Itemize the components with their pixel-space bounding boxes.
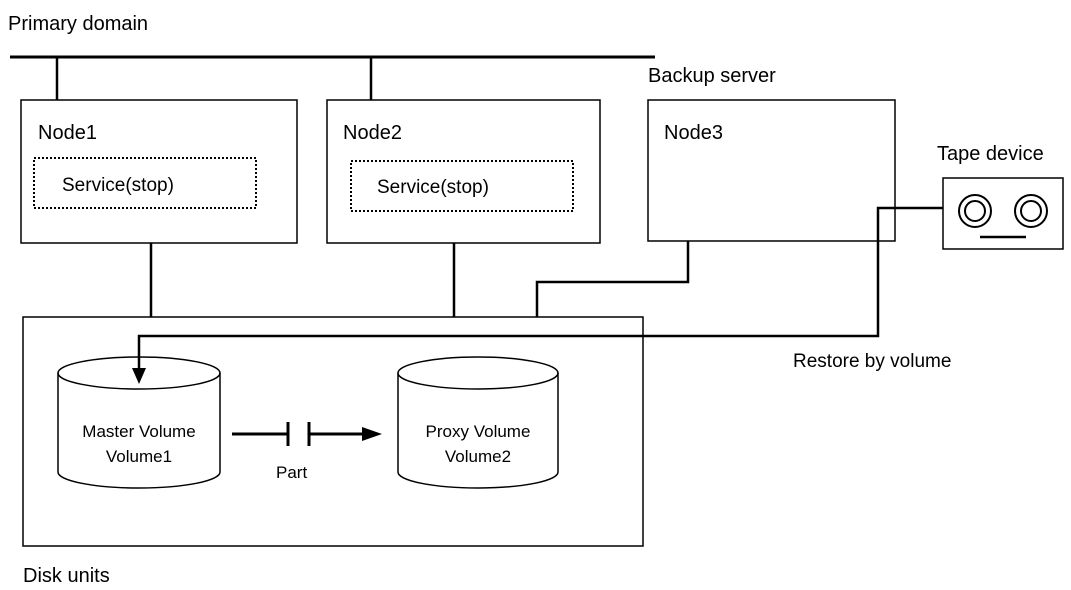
- tape-device: [942, 177, 1064, 250]
- node2-label: Node2: [343, 122, 402, 144]
- tape-device-box: [942, 177, 1064, 250]
- part-arrowhead: [362, 427, 382, 441]
- node1-service-label: Service(stop): [62, 175, 174, 196]
- restore-by-volume-label: Restore by volume: [793, 351, 951, 372]
- node2-box: Node2 Service(stop): [326, 99, 601, 244]
- part-link: [232, 422, 382, 446]
- disk-units-box: [22, 316, 644, 547]
- node3-label: Node3: [664, 122, 723, 144]
- proxy-volume-label: Proxy Volume: [426, 422, 531, 441]
- disk-units-label: Disk units: [23, 565, 110, 587]
- node3-disk-link: [535, 241, 690, 317]
- node3-box: Node3: [647, 99, 896, 242]
- part-label: Part: [276, 463, 307, 482]
- master-volume-label: Master Volume: [82, 422, 195, 441]
- tape-reels-icon: [958, 194, 1048, 239]
- backup-server-label: Backup server: [648, 65, 776, 87]
- node1-box: Node1 Service(stop): [20, 99, 298, 244]
- tape-device-label: Tape device: [937, 143, 1044, 165]
- master-volume-cylinder: Master Volume Volume1: [57, 356, 221, 489]
- master-volume-name: Volume1: [106, 447, 172, 466]
- node1-label: Node1: [38, 122, 97, 144]
- restore-arrowhead: [132, 368, 146, 384]
- restore-path-line: [137, 206, 943, 372]
- primary-domain-label: Primary domain: [8, 13, 148, 35]
- proxy-volume-cylinder: Proxy Volume Volume2: [397, 356, 559, 489]
- proxy-volume-name: Volume2: [445, 447, 511, 466]
- node2-service-label: Service(stop): [377, 177, 489, 198]
